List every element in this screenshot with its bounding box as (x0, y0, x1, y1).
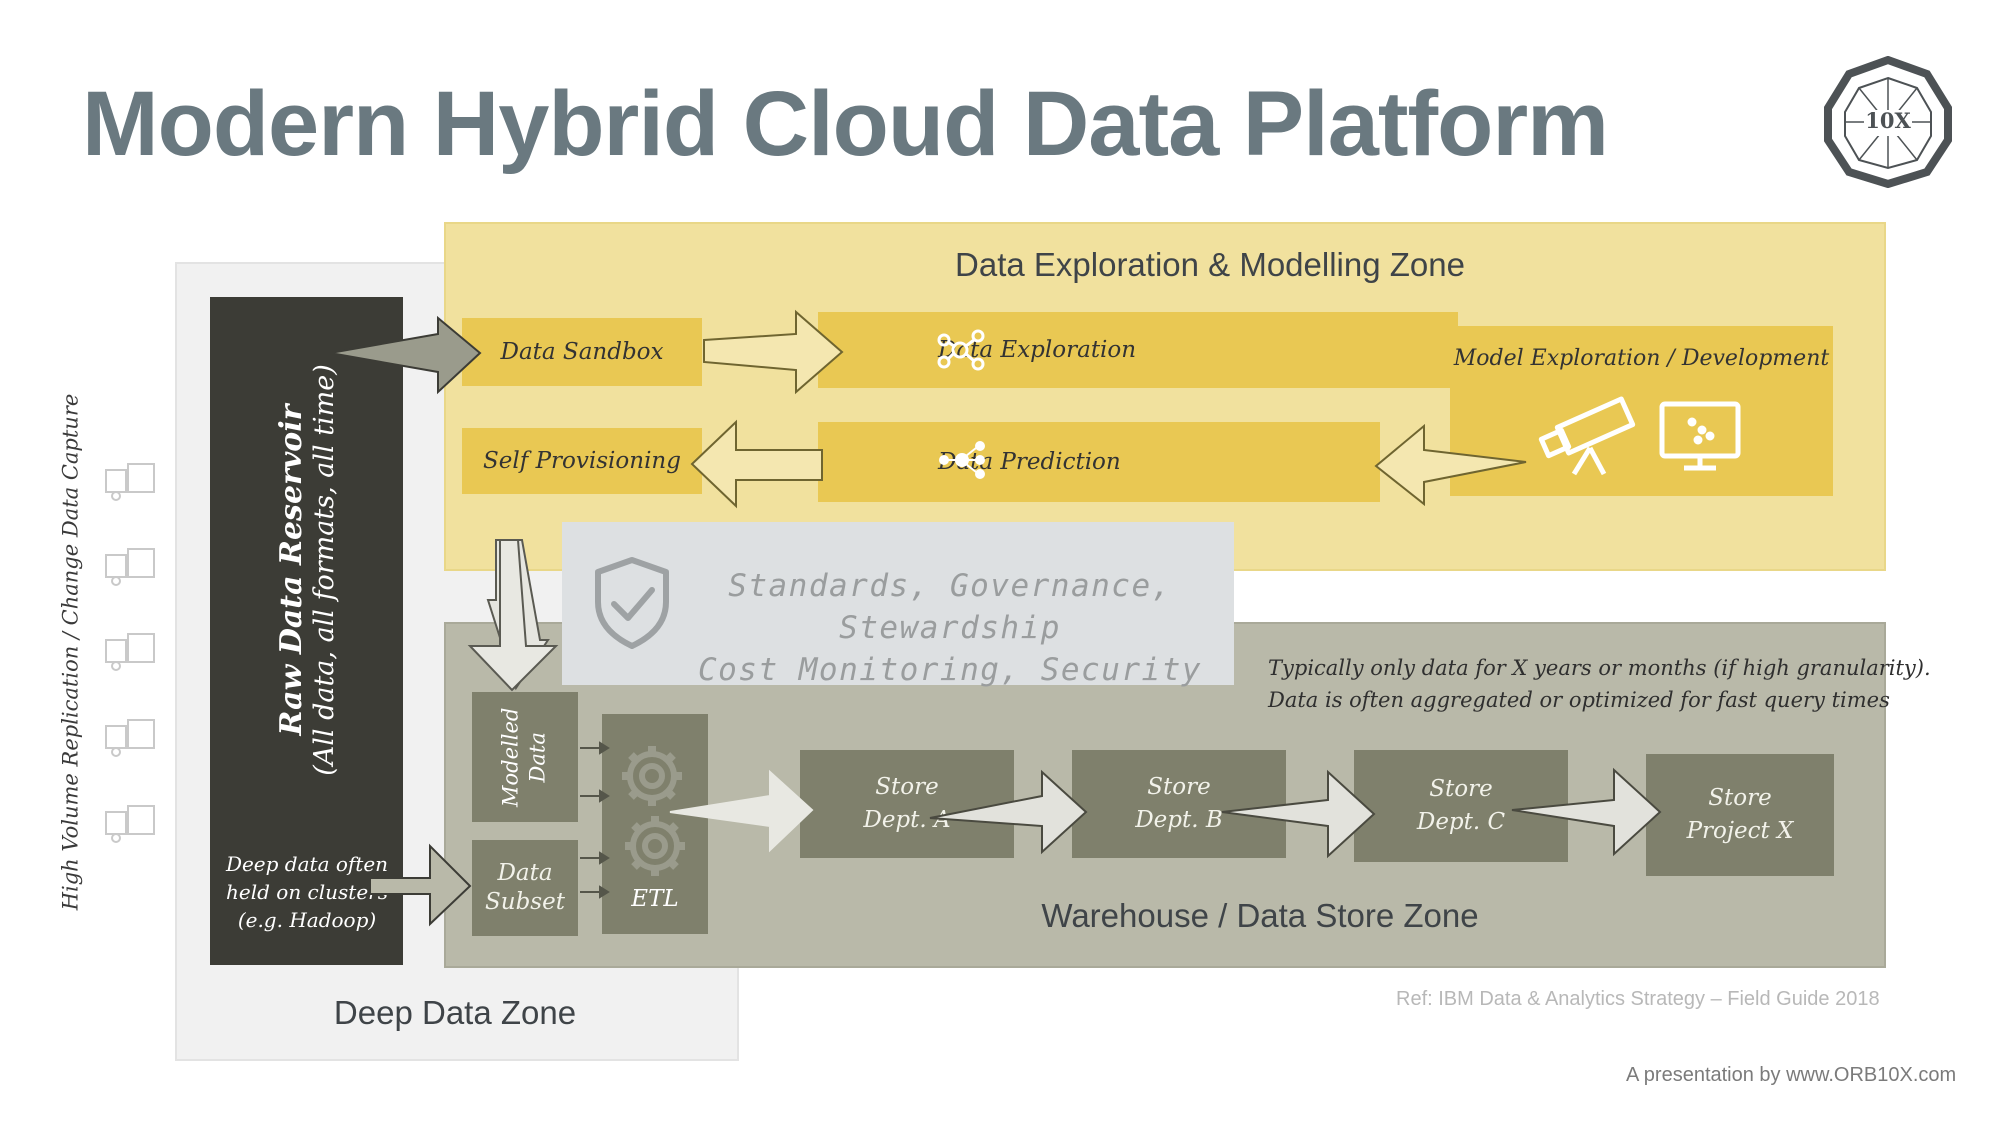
arrow-sandbox-to-exploration (703, 309, 844, 395)
deep-note-line3: (e.g. Hadoop) (237, 908, 377, 932)
store-line1: Store (875, 773, 939, 800)
arrow-prediction-to-self-provisioning (690, 419, 823, 509)
etl-label: ETL (631, 885, 679, 912)
warehouse-note: Typically only data for X years or month… (1268, 653, 1931, 716)
model-label: Model Exploration / Development (1453, 346, 1830, 371)
telescope-icon (1538, 396, 1636, 476)
store-box: Store Dept. B (1072, 750, 1286, 858)
logo-text: 10X (1865, 108, 1911, 133)
model-exploration-box: Model Exploration / Development (1450, 326, 1833, 496)
store-line1: Store (1708, 784, 1772, 811)
store-line2: Dept. B (1135, 807, 1223, 833)
store-line2: Dept. C (1416, 809, 1506, 835)
store-box: Store Dept. C (1354, 750, 1568, 862)
warehouse-zone-label: Warehouse / Data Store Zone (1041, 897, 1479, 934)
arrow-store-a-to-b (929, 769, 1088, 855)
data-subset-box: Data Subset (472, 840, 578, 936)
governance-text: Standards, Governance, Stewardship Cost … (680, 566, 1220, 692)
server-icon (105, 548, 155, 586)
arrow-etl-to-store-a (669, 769, 814, 853)
arrow-deep-to-subset (369, 843, 472, 927)
subset-line1: Data (497, 860, 553, 887)
store-line1: Store (1147, 773, 1211, 800)
deep-data-note: Deep data often held on clusters (e.g. H… (214, 850, 400, 934)
store-box: Store Project X (1646, 754, 1834, 876)
prediction-icon (939, 441, 985, 479)
exploration-zone-label: Data Exploration & Modelling Zone (955, 246, 1465, 283)
store-line2: Project X (1686, 818, 1794, 844)
orb10x-logo: 10X (1822, 55, 1954, 189)
deep-note-line1: Deep data often (225, 852, 389, 876)
arrow-reservoir-to-sandbox (329, 315, 482, 395)
data-prediction-box: Data Prediction (818, 422, 1380, 502)
server-icon (105, 719, 155, 757)
server-icon (105, 633, 155, 671)
server-icon (105, 805, 155, 843)
page-title: Modern Hybrid Cloud Data Platform (82, 73, 1609, 175)
arrow-store-b-to-c (1221, 769, 1376, 859)
reference-text: Ref: IBM Data & Analytics Strategy – Fie… (1396, 988, 1880, 1010)
deep-note-line2: held on clusters (226, 880, 388, 904)
footer-text: A presentation by www.ORB10X.com (1626, 1064, 1957, 1086)
arrow-model-to-prediction (1374, 423, 1527, 507)
store-box: Store Dept. A (800, 750, 1014, 858)
data-sandbox-box: Data Sandbox (462, 318, 702, 386)
deep-zone-label: Deep Data Zone (333, 994, 577, 1031)
raw-data-reservoir (210, 297, 403, 965)
warehouse-note-line2: Data is often aggregated or optimized fo… (1268, 687, 1890, 712)
modelled-data-box: Modelled Data (472, 692, 578, 822)
network-icon (937, 329, 985, 371)
store-line2: Dept. A (863, 807, 951, 833)
warehouse-note-line1: Typically only data for X years or month… (1268, 656, 1931, 680)
shield-check-icon (592, 556, 672, 650)
monitor-icon (1659, 401, 1741, 471)
subset-line2: Subset (485, 889, 565, 915)
store-line1: Store (1429, 775, 1493, 802)
governance-panel (562, 522, 1234, 685)
server-icon (105, 463, 155, 501)
governance-line2: Cost Monitoring, Security (697, 651, 1203, 688)
governance-line1: Standards, Governance, Stewardship (728, 568, 1172, 646)
self-provisioning-box: Self Provisioning (462, 428, 702, 494)
arrow-store-c-to-x (1511, 767, 1662, 857)
